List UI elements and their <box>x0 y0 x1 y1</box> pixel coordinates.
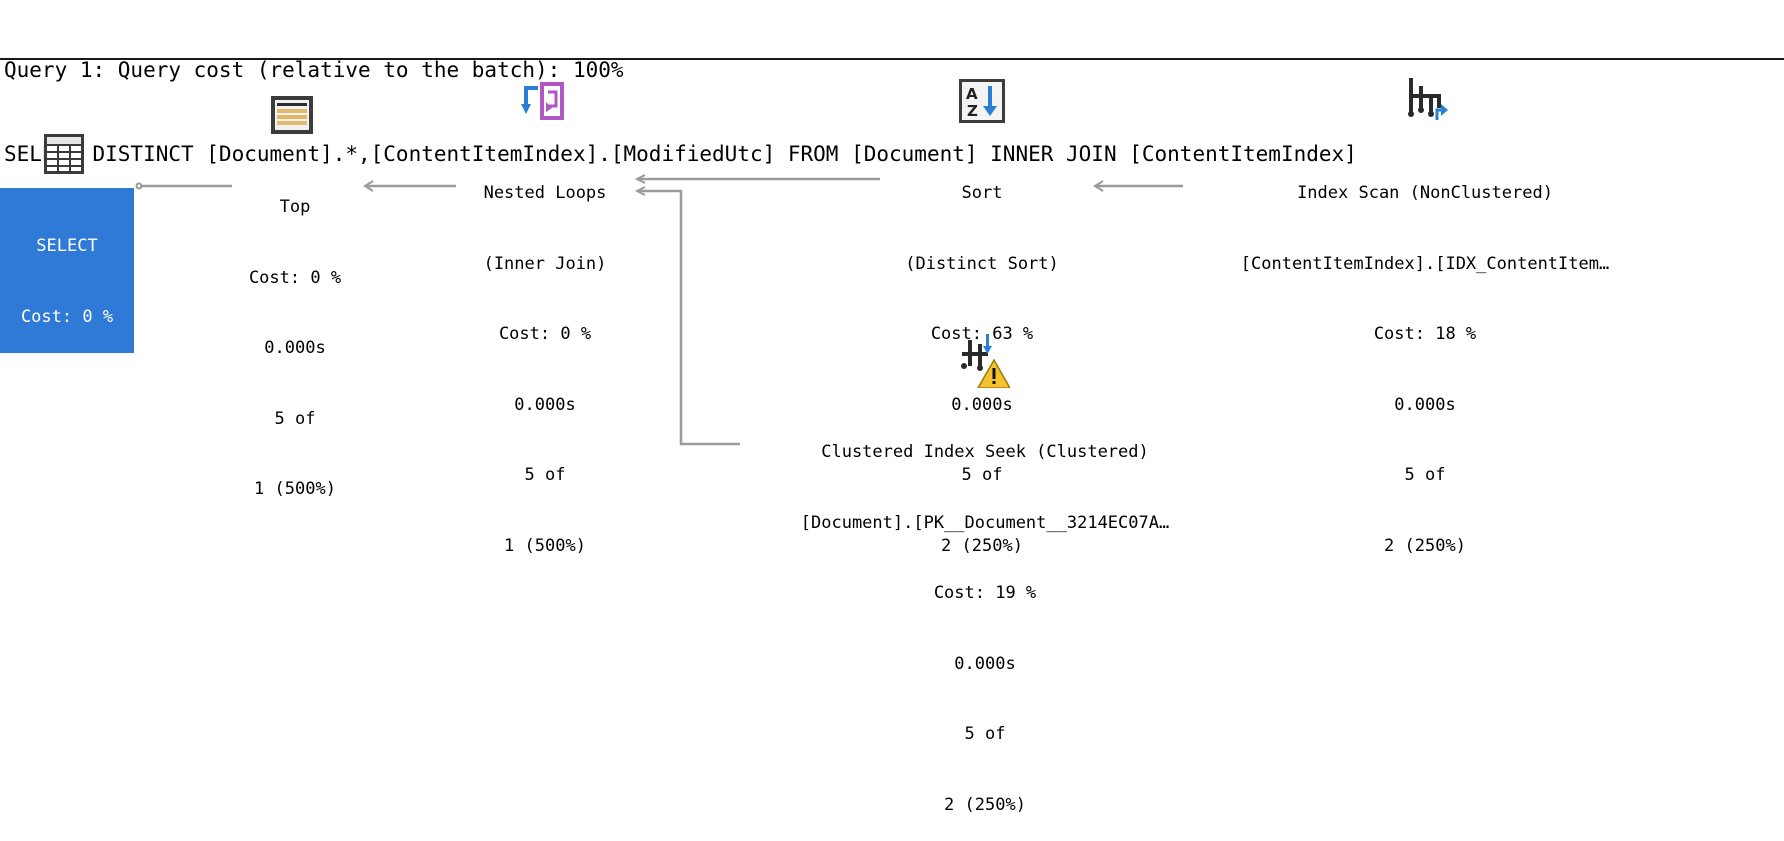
top-node-time: 0.000s <box>264 338 326 358</box>
nested-loops-node-icon[interactable] <box>520 78 568 124</box>
index-scan-node-subtitle: [ContentItemIndex].[IDX_ContentItem… <box>1240 253 1610 274</box>
clustered-seek-node-estimate: 2 (250%) <box>944 794 1026 815</box>
index-scan-icon <box>1408 78 1448 120</box>
clustered-seek-node-cost: Cost: 19 % <box>933 583 1037 603</box>
top-node-rows: 5 of <box>274 408 316 429</box>
index-scan-node-rows: 5 of <box>1404 465 1446 485</box>
svg-text:Z: Z <box>967 102 978 120</box>
top-node-cost: Cost: 0 % <box>248 267 342 288</box>
sort-node-rows: 5 of <box>961 465 1003 485</box>
sort-node-icon[interactable]: A Z <box>958 78 1006 124</box>
query-cost-line: Query 1: Query cost (relative to the bat… <box>4 58 624 82</box>
nested-loops-node-subtitle: (Inner Join) <box>483 253 607 274</box>
top-node-estimate: 1 (500%) <box>254 479 336 499</box>
sort-node[interactable]: Sort (Distinct Sort) Cost: 63 % 0.000s 5… <box>832 135 1132 582</box>
nested-loops-node-name: Nested Loops <box>483 183 607 203</box>
sort-node-cost: Cost: 63 % <box>930 324 1034 344</box>
nested-loops-icon <box>521 82 564 120</box>
sort-node-estimate: 2 (250%) <box>941 535 1023 556</box>
nested-loops-node-time: 0.000s <box>514 394 576 415</box>
sort-node-name: Sort <box>961 183 1003 203</box>
clustered-seek-node-rows: 5 of <box>964 724 1006 744</box>
clustered-seek-node-subtitle: [Document].[PK__Document__3214EC07A… <box>800 512 1170 533</box>
query-text-line: SELECT DISTINCT [Document].*,[ContentIte… <box>4 142 1357 166</box>
clustered-seek-node-time: 0.000s <box>954 653 1016 674</box>
nested-loops-node-cost: Cost: 0 % <box>498 324 592 344</box>
header-divider <box>0 58 1784 60</box>
select-node-cost: Cost: 0 % <box>20 306 114 327</box>
select-node-label[interactable]: SELECT Cost: 0 % <box>0 188 134 353</box>
clustered-index-seek-warning-icon <box>961 334 1012 389</box>
table-results-icon <box>44 134 84 174</box>
nested-loops-node-estimate: 1 (500%) <box>504 535 586 556</box>
index-scan-node-time: 0.000s <box>1394 394 1456 415</box>
clustered-seek-node-icon[interactable] <box>958 332 1012 389</box>
top-node-name: Top <box>279 197 311 217</box>
index-scan-node-cost: Cost: 18 % <box>1373 324 1477 344</box>
index-scan-node-name: Index Scan (NonClustered) <box>1297 183 1553 203</box>
index-scan-node[interactable]: Index Scan (NonClustered) [ContentItemIn… <box>1180 135 1670 582</box>
index-scan-node-estimate: 2 (250%) <box>1384 535 1466 556</box>
query-header: Query 1: Query cost (relative to the bat… <box>4 0 1784 196</box>
nested-loops-node-rows: 5 of <box>524 465 566 485</box>
clustered-seek-node-name: Clustered Index Seek (Clustered) <box>821 442 1149 462</box>
top-node-icon[interactable] <box>270 95 314 135</box>
nested-loops-node[interactable]: Nested Loops (Inner Join) Cost: 0 % 0.00… <box>420 135 670 582</box>
clustered-seek-node[interactable]: Clustered Index Seek (Clustered) [Docume… <box>730 394 1240 841</box>
top-node[interactable]: Top Cost: 0 % 0.000s 5 of 1 (500%) <box>170 149 420 525</box>
sort-node-subtitle: (Distinct Sort) <box>905 253 1059 274</box>
sort-node-time: 0.000s <box>951 394 1013 415</box>
index-scan-node-icon[interactable] <box>1404 76 1450 122</box>
select-node-name: SELECT <box>36 236 98 256</box>
svg-text:A: A <box>966 85 978 103</box>
select-node-icon[interactable] <box>42 132 86 176</box>
top-operator-icon <box>271 96 313 134</box>
sort-az-icon: A Z <box>959 79 1005 123</box>
